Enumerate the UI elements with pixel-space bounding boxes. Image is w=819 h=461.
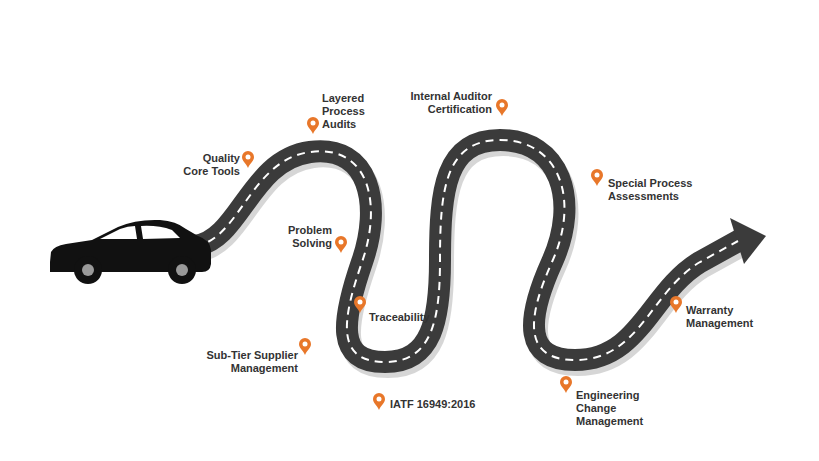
road-center-line [195,140,738,362]
location-pin [242,151,254,168]
milestone-label: Sub-Tier Supplier Management [200,349,298,375]
location-pin [354,296,366,313]
milestone-label: Problem Solving [280,224,332,250]
road-arrowhead [730,218,766,264]
location-pin [496,99,508,116]
car-silhouette [50,220,211,284]
milestone-label: Engineering Change Management [576,389,648,428]
location-pin [591,169,603,186]
road [195,140,740,362]
milestone-label: Layered Process Audits [322,92,376,131]
location-pin [560,376,572,393]
road-shadow [198,145,743,367]
milestone-label: Internal Auditor Certification [398,90,492,116]
location-pin [299,338,311,355]
milestone-label: IATF 16949:2016 [390,398,500,411]
milestone-label: Traceability [369,311,449,324]
location-pin [670,296,682,313]
location-pin [335,236,347,253]
location-pin [307,117,319,134]
milestone-label: Warranty Management [686,304,760,330]
location-pin [373,393,385,410]
milestone-label: Special Process Assessments [608,177,704,203]
milestone-label: Quality Core Tools [176,152,240,178]
